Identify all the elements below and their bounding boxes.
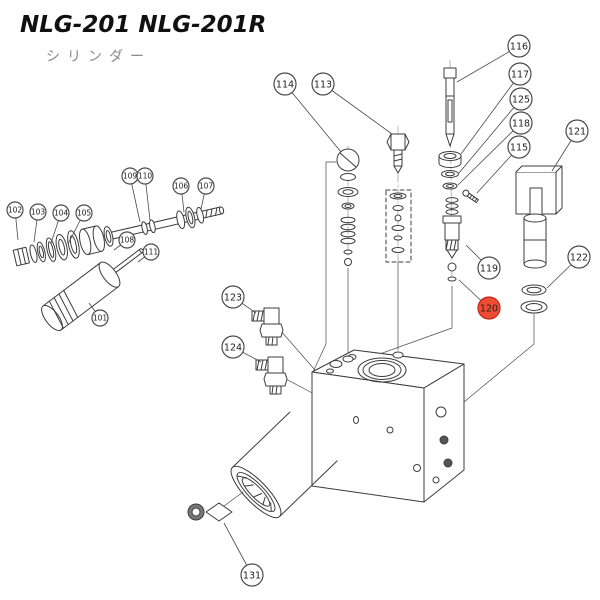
elbow-fitting-124-drawing: [255, 356, 288, 395]
callout-111: 111: [137, 243, 160, 263]
callout-circle-118: [509, 111, 533, 135]
callout-number-117: 117: [511, 69, 529, 80]
o-rings-122-drawing: [520, 284, 548, 314]
callout-number-110: 110: [138, 172, 153, 181]
callout-119: 119: [465, 244, 501, 280]
callout-circle-120: [477, 296, 501, 320]
piston-rod-assembly-drawing: [12, 206, 225, 267]
assembly-lines: [279, 59, 535, 403]
callout-121: 121: [551, 119, 589, 172]
callout-circle-115: [507, 135, 531, 159]
callout-circle-116: [507, 34, 531, 58]
callout-circle-103: [29, 203, 47, 221]
callout-number-111: 111: [144, 248, 159, 257]
callout-104: 104: [50, 204, 70, 244]
callout-circle-114: [273, 72, 297, 96]
callout-number-118: 118: [512, 118, 530, 129]
callout-circle-101: [91, 309, 109, 327]
callout-number-106: 106: [174, 182, 189, 191]
callout-circle-106: [172, 177, 190, 195]
callout-number-124: 124: [224, 342, 242, 353]
callout-number-114: 114: [276, 79, 294, 90]
callout-120: 120: [458, 279, 501, 320]
callout-114: 114: [273, 72, 342, 153]
cylinder-body-drawing: [311, 349, 465, 503]
page-title: NLG-201 NLG-201R: [20, 12, 267, 38]
bolt-column-drawing: [385, 133, 412, 263]
callout-number-121: 121: [568, 126, 586, 137]
callout-108: 108: [113, 231, 136, 251]
callout-circle-122: [567, 245, 591, 269]
callout-layer: 114 113 116 117 125 118 115 121 119 120 122 123 124 1…: [6, 34, 591, 587]
callout-circle-119: [477, 256, 501, 280]
callout-102: 102: [6, 201, 24, 241]
callout-number-116: 116: [510, 41, 528, 52]
callout-number-123: 123: [224, 292, 242, 303]
callout-circle-121: [565, 119, 589, 143]
callout-107: 107: [197, 177, 215, 210]
callout-number-102: 102: [8, 206, 23, 215]
callout-number-104: 104: [54, 209, 69, 218]
callout-101: 101: [88, 302, 109, 327]
callout-103: 103: [29, 203, 47, 243]
callout-number-131: 131: [243, 570, 261, 581]
callout-circle-105: [75, 204, 93, 222]
page-subtitle: シリンダー: [46, 49, 151, 65]
callout-105: 105: [67, 204, 93, 245]
callout-circle-125: [509, 87, 533, 111]
bottom-plug-131-drawing: [187, 491, 244, 522]
callout-number-103: 103: [31, 208, 46, 217]
callout-number-109: 109: [123, 172, 138, 181]
callout-circle-104: [52, 204, 70, 222]
callout-122: 122: [546, 245, 591, 289]
callout-circle-108: [118, 231, 136, 249]
callout-circle-123: [221, 285, 245, 309]
callout-113: 113: [311, 72, 393, 135]
callout-118: 118: [457, 111, 533, 186]
callout-circle-113: [311, 72, 335, 96]
callout-circle-131: [240, 563, 264, 587]
callout-number-108: 108: [120, 236, 135, 245]
elbow-fitting-123-drawing: [251, 307, 284, 346]
ram-tube-drawing: [41, 248, 144, 332]
callout-number-107: 107: [199, 182, 214, 191]
callout-circle-117: [508, 62, 532, 86]
callout-number-125: 125: [512, 94, 530, 105]
callout-117: 117: [460, 62, 532, 155]
callout-125: 125: [458, 87, 533, 174]
callout-124: 124: [221, 335, 262, 363]
hook-cap-drawing: [515, 165, 563, 269]
callout-circle-107: [197, 177, 215, 195]
body-nose-tube-drawing: [230, 411, 338, 519]
callout-110: 110: [136, 167, 154, 221]
callout-circle-124: [221, 335, 245, 359]
callout-number-122: 122: [570, 252, 588, 263]
callout-106: 106: [172, 177, 190, 213]
callout-number-113: 113: [314, 79, 332, 90]
callout-115: 115: [476, 135, 531, 194]
callout-circle-111: [142, 243, 160, 261]
callout-number-120: 120: [480, 303, 498, 314]
callout-number-119: 119: [480, 263, 498, 274]
callout-number-101: 101: [93, 314, 108, 323]
callout-131: 131: [223, 522, 264, 587]
callout-circle-102: [6, 201, 24, 219]
plug-spring-column-drawing: [336, 148, 360, 266]
valve-stem-column-drawing: [438, 67, 479, 282]
callout-number-105: 105: [77, 209, 92, 218]
callout-116: 116: [456, 34, 531, 83]
callout-number-115: 115: [510, 142, 528, 153]
callout-109: 109: [121, 167, 141, 223]
callout-circle-110: [136, 167, 154, 185]
callout-123: 123: [221, 285, 257, 314]
